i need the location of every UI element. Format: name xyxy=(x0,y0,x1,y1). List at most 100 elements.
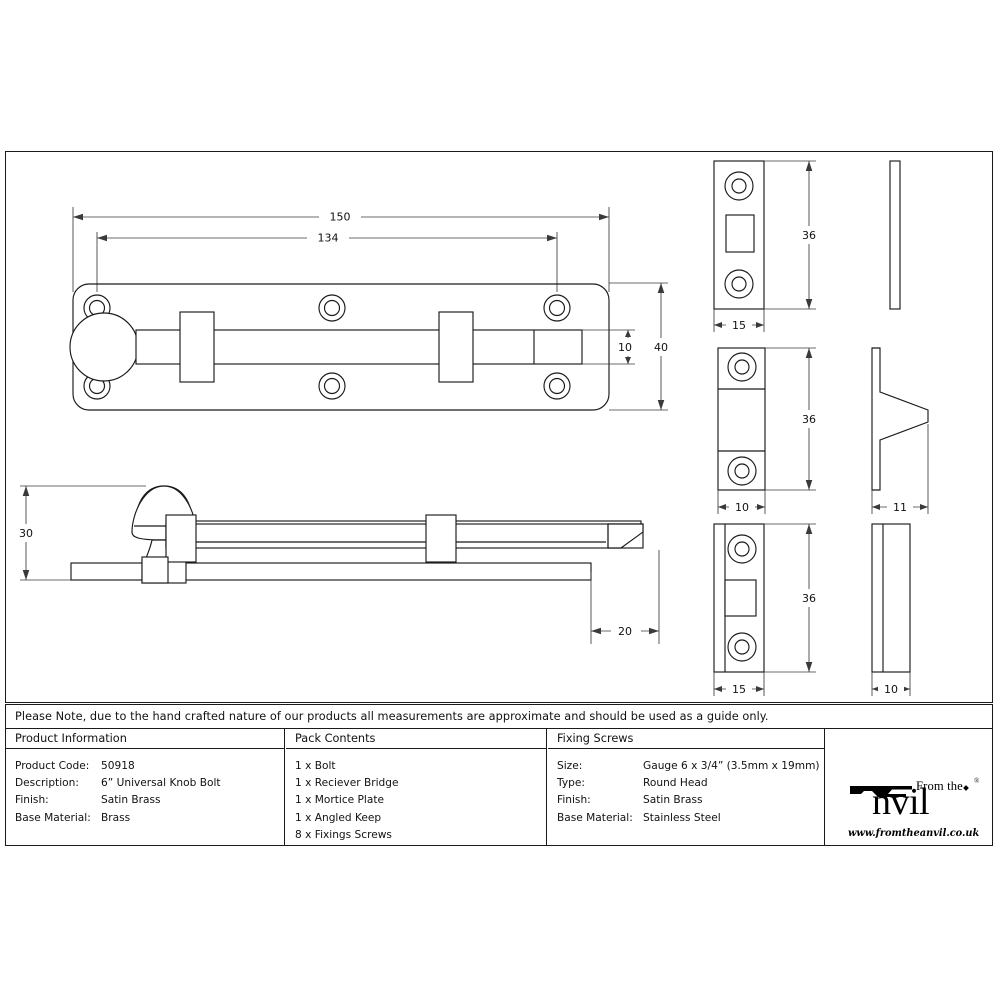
dim-label-40: 40 xyxy=(654,341,668,354)
list-item: 1 x Reciever Bridge xyxy=(295,777,399,790)
field-label: Product Code: xyxy=(15,760,90,772)
dim-label-10-middle: 10 xyxy=(735,501,749,514)
dimension-134: 134 xyxy=(96,229,558,292)
field-label: Finish: xyxy=(15,794,49,807)
field-label: Description: xyxy=(15,777,79,790)
table-row: Finish: Satin Brass xyxy=(15,792,284,809)
column-divider-2 xyxy=(546,729,548,845)
dimension-10-bottom: 10 xyxy=(871,672,911,698)
table-row: Description: 6” Universal Knob Bolt xyxy=(15,775,284,792)
column-fixing-screws: Fixing Screws Size: Gauge 6 x 3/4” (3.5m… xyxy=(548,729,824,845)
field-label: Base Material: xyxy=(557,811,633,824)
list-item: 1 x Angled Keep xyxy=(295,811,382,824)
field-value: 50918 xyxy=(101,760,135,772)
table-row: Finish: Satin Brass xyxy=(557,792,824,809)
table-row: Size: Gauge 6 x 3/4” (3.5mm x 19mm) xyxy=(557,758,824,775)
screw-hole xyxy=(543,294,571,322)
column-header-fixing-screws: Fixing Screws xyxy=(548,729,824,749)
screw-hole xyxy=(318,294,346,322)
column-product-information: Product Information Product Code: 50918 … xyxy=(6,729,284,845)
collar-side-right xyxy=(425,514,457,563)
screw-hole xyxy=(727,352,757,382)
anvil-icon xyxy=(850,786,912,797)
bolt-collar-right xyxy=(438,311,474,383)
screw-hole xyxy=(318,372,346,400)
table-row: Base Material: Brass xyxy=(15,810,284,827)
dim-label-134: 134 xyxy=(318,232,339,245)
field-label: Base Material: xyxy=(15,811,91,824)
screw-hole xyxy=(727,632,757,662)
collar-side-left xyxy=(165,514,197,563)
list-item: 8 x Fixings Screws xyxy=(295,828,392,841)
disclaimer-text: Please Note, due to the hand crafted nat… xyxy=(15,710,769,723)
logo-wordmark: nvil xyxy=(872,781,930,823)
dimension-10-middle: 10 xyxy=(717,490,766,516)
dim-label-10: 10 xyxy=(618,341,632,354)
bolt-plan-view xyxy=(69,283,610,411)
screw-hole xyxy=(543,372,571,400)
dim-label-15-bottom: 15 xyxy=(732,683,746,696)
technical-drawing-svg: 150 134 xyxy=(13,160,929,698)
dimension-36-bottom: 36 xyxy=(764,523,823,673)
dim-label-36-top: 36 xyxy=(802,229,816,242)
dimension-150: 150 xyxy=(72,207,610,292)
screw-hole xyxy=(727,534,757,564)
logo-top-text: From the xyxy=(916,779,963,793)
mortice-plate-side-view xyxy=(889,160,901,310)
keep-slot xyxy=(724,579,757,617)
dim-label-11: 11 xyxy=(893,501,907,514)
dimension-36-top: 36 xyxy=(764,160,823,310)
receiver-bridge-front-view xyxy=(717,347,766,491)
table-row: Product Code: 50918 xyxy=(15,758,284,775)
angled-keep-side-view xyxy=(871,347,929,491)
dimension-15-bottom: 15 xyxy=(713,672,765,698)
mortice-slot xyxy=(725,214,755,253)
mortice-plate-front-view xyxy=(713,160,765,310)
field-value: Satin Brass xyxy=(101,794,161,807)
dimension-20: 20 xyxy=(590,550,660,644)
dim-label-30: 30 xyxy=(19,527,33,540)
field-value: Round Head xyxy=(643,777,708,790)
knob-top-view xyxy=(69,312,139,382)
screw-hole xyxy=(727,456,757,486)
dimension-40: 40 xyxy=(609,282,676,411)
dim-label-36-bottom: 36 xyxy=(802,592,816,605)
table-row: Type: Round Head xyxy=(557,775,824,792)
field-label: Type: xyxy=(557,777,585,790)
column-header-pack-contents: Pack Contents xyxy=(286,729,546,749)
dimension-11: 11 xyxy=(871,424,929,516)
backplate-side xyxy=(70,562,592,581)
keep-side-view xyxy=(871,523,911,673)
from-the-anvil-logo: From the nvil ® www.fromtheanvil.co.uk xyxy=(846,777,982,847)
registered-trademark-icon: ® xyxy=(974,777,980,785)
table-row: Base Material: Stainless Steel xyxy=(557,810,824,827)
column-pack-contents: Pack Contents 1 x Bolt 1 x Reciever Brid… xyxy=(286,729,546,845)
table-body: Product Information Product Code: 50918 … xyxy=(6,729,992,845)
dimension-15-top: 15 xyxy=(713,309,765,334)
list-item: 1 x Mortice Plate xyxy=(295,794,385,807)
column-divider-1 xyxy=(284,729,286,845)
screw-hole xyxy=(724,269,754,299)
product-information-table: Please Note, due to the hand crafted nat… xyxy=(5,704,993,846)
field-value: 6” Universal Knob Bolt xyxy=(101,777,221,790)
dim-label-36-middle: 36 xyxy=(802,413,816,426)
field-value: Stainless Steel xyxy=(643,811,721,824)
bolt-side-view xyxy=(70,485,644,584)
list-item: 1 x Bolt xyxy=(295,760,336,772)
column-divider-3 xyxy=(824,729,826,845)
dimension-30: 30 xyxy=(13,485,146,581)
dimension-10: 10 xyxy=(582,329,638,365)
diamond-icon xyxy=(963,785,969,791)
field-value: Satin Brass xyxy=(643,794,703,807)
dimension-36-middle: 36 xyxy=(765,347,823,491)
technical-drawing-panel: 150 134 xyxy=(5,151,993,703)
bolt-collar-left xyxy=(179,311,215,383)
field-label: Finish: xyxy=(557,794,591,807)
disclaimer-row: Please Note, due to the hand crafted nat… xyxy=(6,705,992,729)
column-header-product-information: Product Information xyxy=(6,729,284,749)
dim-label-150: 150 xyxy=(330,211,351,224)
brand-logo-cell: From the nvil ® www.fromtheanvil.co.uk xyxy=(824,753,994,869)
field-label: Size: xyxy=(557,760,583,772)
dim-label-15-top: 15 xyxy=(732,319,746,332)
